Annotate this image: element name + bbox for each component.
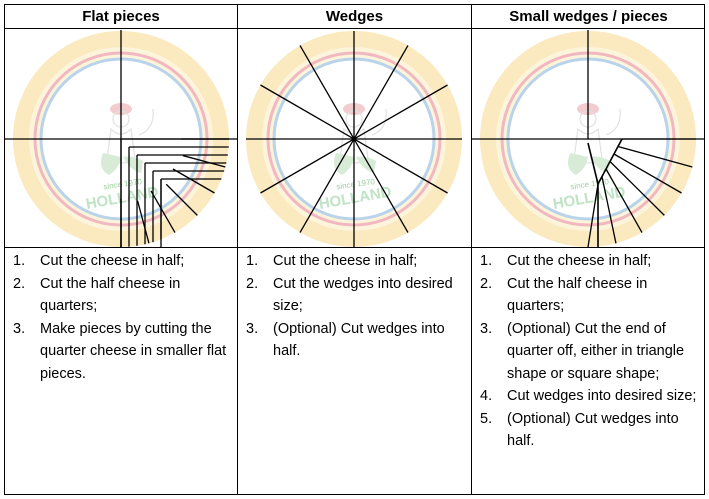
small-wedge-cut bbox=[613, 153, 682, 194]
cheese-cutting-table: Flat pieces Wedges Small wedges / pieces… bbox=[4, 4, 705, 495]
step-item: 1. Cut the cheese in half; bbox=[480, 250, 700, 273]
flat-piece-cut bbox=[150, 190, 176, 233]
end-cut-line bbox=[587, 142, 599, 185]
step-item: 2. Cut the half cheese in quarters; bbox=[13, 273, 231, 318]
header-flat-pieces: Flat pieces bbox=[82, 8, 160, 25]
step-text: (Optional) Cut wedges into half. bbox=[507, 410, 679, 450]
flat-piece-cut bbox=[165, 183, 198, 216]
step-text: Cut the half cheese in quarters; bbox=[40, 275, 181, 315]
header-small-wedges: Small wedges / pieces bbox=[509, 8, 668, 25]
step-item: 2. Cut the wedges into desired size; bbox=[246, 273, 466, 318]
step-number: 3. bbox=[246, 320, 259, 337]
flat-pieces-steps: 1. Cut the cheese in half; 2. Cut the half… bbox=[13, 249, 231, 385]
step-text: (Optional) Cut the end of quarter off, e… bbox=[507, 320, 685, 382]
column-divider bbox=[471, 5, 472, 494]
step-number: 1. bbox=[246, 253, 259, 269]
farmer-cheese bbox=[568, 153, 588, 175]
header-wedges: Wedges bbox=[325, 8, 384, 25]
image-divider bbox=[5, 247, 704, 248]
step-text: Make pieces by cutting the quarter chees… bbox=[40, 320, 227, 382]
step-item: 1. Cut the cheese in half; bbox=[246, 250, 466, 273]
step-item: 3. (Optional) Cut the end of quarter off,… bbox=[480, 318, 700, 386]
step-text: Cut the cheese in half; bbox=[40, 253, 185, 269]
farmer-cheese bbox=[334, 153, 354, 175]
step-text: Cut the cheese in half; bbox=[507, 253, 652, 269]
small-wedge-cut bbox=[587, 183, 599, 248]
small-wedge-cut bbox=[609, 161, 665, 216]
step-number: 3. bbox=[480, 320, 493, 337]
small-wedges-steps: 1. Cut the cheese in half; 2. Cut the half… bbox=[480, 249, 700, 453]
flat-piece-cut bbox=[136, 200, 150, 244]
step-number: 1. bbox=[480, 253, 493, 269]
step-number: 4. bbox=[480, 388, 493, 404]
step-text: (Optional) Cut wedges into half. bbox=[273, 320, 445, 360]
small-wedge-cut bbox=[617, 145, 693, 168]
farmer-cheese bbox=[101, 153, 121, 175]
flat-piece-cut bbox=[172, 168, 215, 194]
header-divider bbox=[5, 28, 704, 29]
farmer-arm bbox=[138, 108, 154, 136]
step-item: 5. (Optional) Cut wedges into half. bbox=[480, 408, 700, 453]
step-number: 2. bbox=[246, 275, 259, 292]
wedges-steps: 1. Cut the cheese in half; 2. Cut the wedg… bbox=[246, 249, 466, 363]
step-number: 1. bbox=[13, 253, 26, 269]
step-number: 2. bbox=[480, 275, 493, 292]
farmer-arm bbox=[605, 108, 621, 136]
step-item: 4. Cut wedges into desired size; bbox=[480, 385, 700, 408]
step-number: 2. bbox=[13, 275, 26, 292]
farmer-logo bbox=[101, 103, 154, 175]
step-item: 1. Cut the cheese in half; bbox=[13, 250, 231, 273]
small-wedge-cut bbox=[605, 168, 643, 233]
farmer-cheese-2 bbox=[590, 156, 610, 173]
step-text: Cut the wedges into desired size; bbox=[273, 275, 453, 315]
small-wedge-cut bbox=[601, 176, 617, 244]
step-item: 3. (Optional) Cut wedges into half. bbox=[246, 318, 466, 363]
step-item: 2. Cut the half cheese in quarters; bbox=[480, 273, 700, 318]
step-number: 3. bbox=[13, 320, 26, 337]
step-number: 5. bbox=[480, 410, 493, 427]
step-text: Cut the half cheese in quarters; bbox=[507, 275, 648, 315]
farmer-arm bbox=[371, 108, 387, 136]
farmer-cheese-2 bbox=[123, 156, 143, 173]
step-text: Cut wedges into desired size; bbox=[507, 388, 697, 404]
step-item: 3. Make pieces by cutting the quarter che… bbox=[13, 318, 231, 386]
step-text: Cut the cheese in half; bbox=[273, 253, 418, 269]
wedge-cut-line bbox=[299, 45, 409, 233]
flat-piece-cut bbox=[182, 154, 226, 168]
column-divider bbox=[237, 5, 238, 494]
